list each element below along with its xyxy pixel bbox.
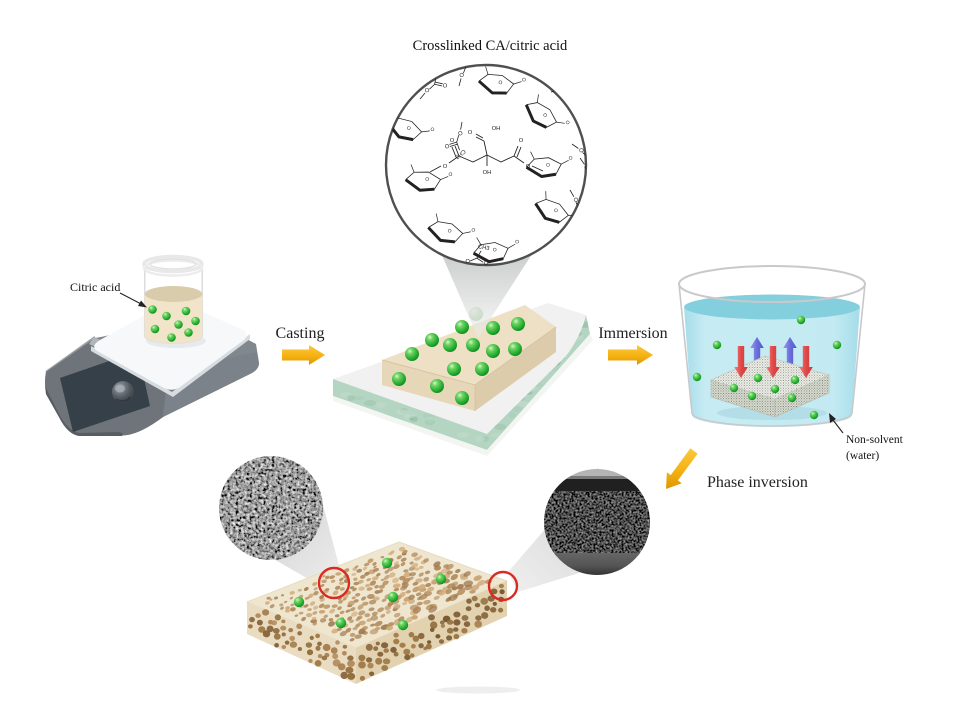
svg-text:O: O xyxy=(470,227,476,234)
svg-text:H3C: H3C xyxy=(583,237,595,250)
svg-text:O: O xyxy=(443,164,448,170)
svg-text:O: O xyxy=(579,219,587,227)
svg-text:O: O xyxy=(558,86,565,94)
svg-text:O: O xyxy=(568,155,573,161)
svg-text:O: O xyxy=(380,250,387,257)
svg-text:H3C: H3C xyxy=(596,153,605,166)
svg-text:OH: OH xyxy=(483,170,492,176)
svg-text:O: O xyxy=(515,239,519,245)
svg-text:O: O xyxy=(526,164,531,170)
svg-text:Non-solvent: Non-solvent xyxy=(846,434,904,446)
svg-text:O: O xyxy=(583,165,590,171)
svg-text:O: O xyxy=(541,112,548,119)
svg-text:CH3: CH3 xyxy=(585,209,593,221)
svg-text:O: O xyxy=(577,148,584,154)
svg-text:O: O xyxy=(382,122,389,129)
svg-text:CH3: CH3 xyxy=(477,244,489,252)
svg-text:O: O xyxy=(424,88,430,95)
svg-text:O: O xyxy=(406,125,412,132)
svg-text:O: O xyxy=(583,165,589,171)
svg-text:O: O xyxy=(597,222,603,229)
svg-text:O: O xyxy=(361,212,367,218)
svg-text:O: O xyxy=(493,247,497,253)
svg-text:O: O xyxy=(468,130,473,136)
svg-text:Immersion: Immersion xyxy=(598,325,667,342)
svg-text:Citric acid: Citric acid xyxy=(70,280,120,294)
svg-text:O: O xyxy=(473,60,481,68)
svg-text:O: O xyxy=(456,129,464,137)
svg-text:CH3: CH3 xyxy=(574,75,587,85)
svg-text:O: O xyxy=(465,259,471,266)
svg-text:O: O xyxy=(459,72,467,80)
svg-text:OH: OH xyxy=(492,126,501,132)
svg-text:O: O xyxy=(570,235,578,243)
svg-text:O: O xyxy=(398,254,405,261)
svg-text:O: O xyxy=(380,213,386,219)
svg-text:H3C: H3C xyxy=(377,264,390,274)
svg-text:(water): (water) xyxy=(846,450,879,462)
svg-text:CH3: CH3 xyxy=(598,176,605,188)
svg-text:O: O xyxy=(377,140,384,147)
svg-text:Phase inversion: Phase inversion xyxy=(707,474,808,491)
svg-text:O: O xyxy=(450,138,455,144)
svg-text:Casting: Casting xyxy=(276,325,325,342)
svg-text:O: O xyxy=(448,172,453,179)
svg-text:CH3: CH3 xyxy=(585,208,598,217)
svg-text:O: O xyxy=(442,142,450,150)
svg-text:H3C: H3C xyxy=(388,62,400,75)
svg-text:O: O xyxy=(395,85,403,93)
svg-text:O: O xyxy=(571,197,578,203)
svg-text:O: O xyxy=(405,70,413,78)
svg-text:O: O xyxy=(564,119,571,126)
svg-text:O: O xyxy=(429,126,435,133)
svg-text:CH3: CH3 xyxy=(362,228,374,235)
svg-text:O: O xyxy=(546,162,551,168)
svg-text:O: O xyxy=(521,77,526,84)
svg-text:Crosslinked CA/citric acid: Crosslinked CA/citric acid xyxy=(413,38,568,54)
svg-text:O: O xyxy=(447,228,453,235)
svg-text:O: O xyxy=(576,92,583,100)
svg-text:O: O xyxy=(483,260,489,267)
svg-text:H3C: H3C xyxy=(365,119,375,132)
svg-text:O: O xyxy=(519,138,524,144)
svg-text:O: O xyxy=(553,207,559,214)
svg-text:O: O xyxy=(580,228,586,235)
svg-text:O: O xyxy=(442,83,448,90)
svg-text:O: O xyxy=(576,211,582,218)
svg-text:O: O xyxy=(498,80,503,87)
svg-text:O: O xyxy=(425,176,430,183)
